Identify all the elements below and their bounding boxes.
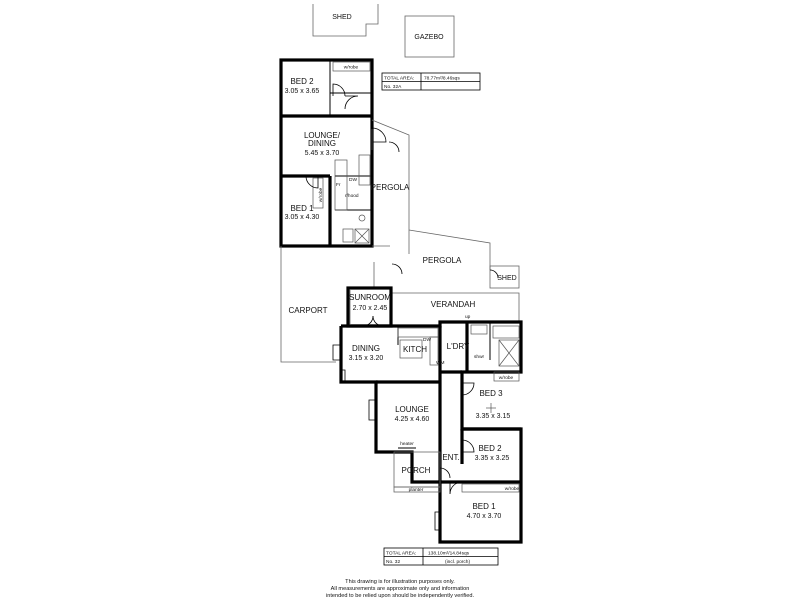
pergola-upper-label: PERGOLA <box>371 183 410 192</box>
unit32-bed2-name: BED 2 <box>478 444 502 453</box>
unit32a-lounge-name-1: LOUNGE/ <box>304 131 341 140</box>
wrobe-bed3: w/robe <box>499 375 514 381</box>
area-note-32: (incl. porch) <box>445 559 470 565</box>
unit32a-bed1-size: 3.05 x 4.30 <box>285 214 320 221</box>
dw-32: DW <box>423 337 431 343</box>
area-value-32: 138.10m²/14.84sqs <box>428 551 470 557</box>
pergola-upper: PERGOLA <box>371 119 410 254</box>
disclaimer-line-2: All measurements are approximate only an… <box>331 586 470 592</box>
fr-32a: Fr <box>336 182 341 188</box>
rhood-32a: r/hood <box>345 193 359 199</box>
unit32-lounge-size: 4.25 x 4.60 <box>395 416 430 423</box>
unit32-bed3-size: 3.35 x 3.15 <box>476 413 511 420</box>
unit-number-32: No. 32 <box>386 559 400 565</box>
carport-label: CARPORT <box>289 306 328 315</box>
shed-small-label: SHED <box>497 275 516 282</box>
area-box-32: TOTAL AREA: 138.10m²/14.84sqs No. 32 (in… <box>383 547 499 566</box>
unit32-bed1-name: BED 1 <box>472 502 496 511</box>
unit32-dining-size: 3.15 x 3.20 <box>349 355 384 362</box>
shed-top: SHED <box>312 4 379 37</box>
unit32a-bed1-name: BED 1 <box>290 204 314 213</box>
area-value-32a: 78.77m²/8.46sqs <box>424 76 460 82</box>
wm-label: WM <box>436 360 445 366</box>
unit32-lounge-name: LOUNGE <box>395 405 429 414</box>
up-label: up <box>465 315 471 320</box>
wrobe-bed1: w/robe <box>505 486 520 492</box>
porch-label: PORCH <box>402 466 431 475</box>
disclaimer: This drawing is for illustration purpose… <box>326 579 474 599</box>
unit-number-32a: No. 32A <box>384 84 402 90</box>
disclaimer-line-3: intended to be relied upon should be ind… <box>326 593 474 599</box>
wrobe-32a-side: w/robe <box>318 187 324 202</box>
dw-32a: DW <box>349 177 357 183</box>
unit32-sunroom-name: SUNROOM <box>349 293 391 302</box>
area-label-32: TOTAL AREA: <box>386 551 416 557</box>
heater-label: heater <box>400 441 414 447</box>
unit32-dining-name: DINING <box>352 344 380 353</box>
carport: CARPORT <box>280 246 336 363</box>
unit32-sunroom-size: 2.70 x 2.45 <box>353 305 388 312</box>
verandah-label: VERANDAH <box>431 300 476 309</box>
area-box-32a: TOTAL AREA: 78.77m²/8.46sqs No. 32A <box>381 72 481 91</box>
shwr-label: shwr <box>474 354 485 360</box>
gazebo: GAZEBO <box>404 15 455 58</box>
disclaimer-line-1: This drawing is for illustration purpose… <box>345 579 455 585</box>
unit32-ent-name: ENT. <box>442 453 459 462</box>
unit-32-plan: w/robe w/robe DW up shwr heater planter <box>332 286 523 544</box>
planter-label: planter <box>409 487 424 493</box>
wrobe-32a-top: w/robe <box>344 65 359 71</box>
unit32-bed3-name: BED 3 <box>479 389 503 398</box>
unit32a-bed2-name: BED 2 <box>290 77 314 86</box>
unit32-ldry-name: L'DRY <box>447 342 470 351</box>
unit32-bed2-size: 3.35 x 3.25 <box>475 455 510 462</box>
unit32a-bed2-size: 3.05 x 3.65 <box>285 88 320 95</box>
unit32-bed1-size: 4.70 x 3.70 <box>467 513 502 520</box>
area-label-32a: TOTAL AREA: <box>384 76 414 82</box>
shed-top-label: SHED <box>332 14 351 21</box>
unit32a-lounge-size: 5.45 x 3.70 <box>305 150 340 157</box>
verandah: VERANDAH <box>391 292 520 322</box>
pergola-lower-label: PERGOLA <box>423 256 462 265</box>
unit-32a-plan: w/robe w/robe DW r/hood Fr BED 2 3.05 x … <box>279 58 387 248</box>
unit32a-lounge-name-2: DINING <box>308 139 336 148</box>
unit32-kitch-name: KITCH <box>403 345 427 354</box>
shed-small: SHED <box>489 265 520 289</box>
pergola-lower: PERGOLA <box>349 229 491 289</box>
gazebo-label: GAZEBO <box>414 34 444 41</box>
